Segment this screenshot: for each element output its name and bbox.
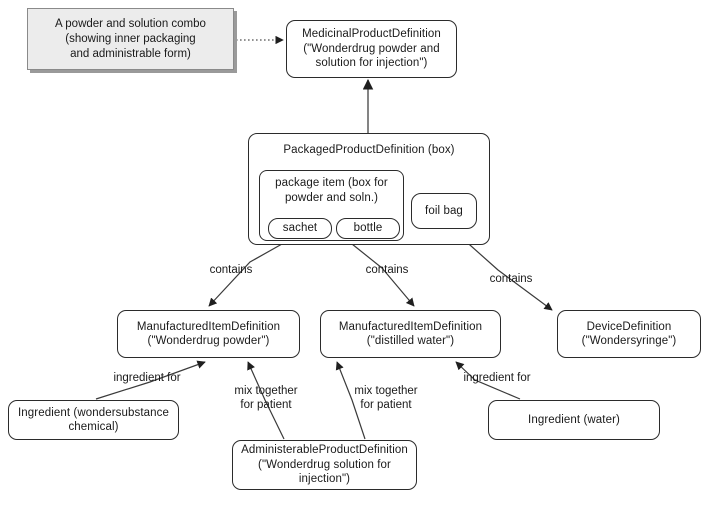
node-manufactured-item-distilled-water[interactable]: ManufacturedItemDefinition ("distilled w…: [320, 310, 501, 358]
edge-label-ingredient-for-water: ingredient for: [463, 372, 531, 384]
node-device-definition-wondersyringe[interactable]: DeviceDefinition ("Wondersyringe"): [557, 310, 701, 358]
edge-label-contains-powder: contains: [209, 264, 253, 276]
node-packaged-product-definition[interactable]: PackagedProductDefinition (box) package …: [248, 133, 490, 245]
node-manufactured-item-wonderdrug-powder[interactable]: ManufacturedItemDefinition ("Wonderdrug …: [117, 310, 300, 358]
edge-label-contains-water: contains: [365, 264, 409, 276]
node-ingredient-wondersubstance-chemical[interactable]: Ingredient (wondersubstance chemical): [8, 400, 179, 440]
node-foil-bag[interactable]: foil bag: [411, 193, 477, 229]
note-powder-solution-combo: A powder and solution combo (showing inn…: [27, 8, 234, 70]
package-item-label: package item (box for powder and soln.): [275, 177, 388, 204]
packaged-product-definition-title: PackagedProductDefinition (box): [283, 144, 455, 156]
edge-label-mix-together-powder: mix together for patient: [234, 385, 298, 411]
node-administerable-product-definition[interactable]: AdministerableProductDefinition ("Wonder…: [232, 440, 417, 490]
node-medicinal-product-definition[interactable]: MedicinalProductDefinition ("Wonderdrug …: [286, 20, 457, 78]
node-ingredient-water[interactable]: Ingredient (water): [488, 400, 660, 440]
node-bottle[interactable]: bottle: [336, 218, 400, 239]
edge-label-ingredient-for-powder: ingredient for: [113, 372, 181, 384]
node-package-item[interactable]: package item (box for powder and soln.) …: [259, 170, 404, 241]
edge-label-contains-device: contains: [489, 273, 533, 285]
node-sachet[interactable]: sachet: [268, 218, 332, 239]
edge-label-mix-together-water: mix together for patient: [354, 385, 418, 411]
